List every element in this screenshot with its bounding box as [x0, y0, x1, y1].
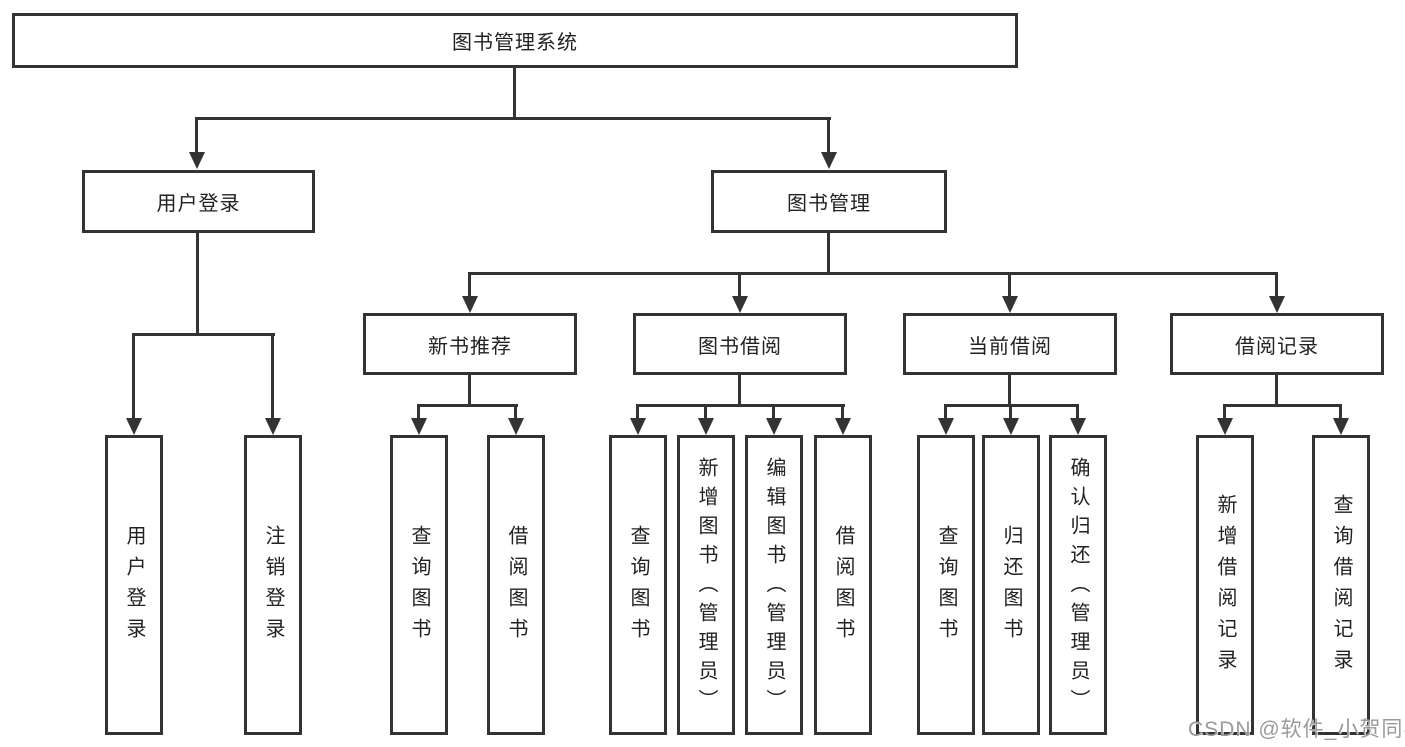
leaf-bb-borrow-books: 借阅图书 — [814, 435, 872, 735]
node-new-book-recommend: 新书推荐 — [363, 313, 577, 375]
leaf-cb-query-books: 查询图书 — [917, 435, 975, 735]
arrow-down-icon — [1003, 418, 1019, 435]
arrow-down-icon — [835, 418, 851, 435]
arrow-down-icon — [821, 152, 837, 169]
connector-line — [514, 404, 517, 421]
connector-line — [417, 404, 420, 421]
connector-line — [738, 272, 741, 298]
arrow-down-icon — [462, 296, 478, 313]
connector-line — [1008, 272, 1011, 298]
arrow-down-icon — [630, 418, 646, 435]
connector-line — [133, 333, 275, 336]
leaf-nb-borrow-books: 借阅图书 — [487, 435, 545, 735]
connector-line — [827, 117, 830, 156]
node-borrow-records: 借阅记录 — [1170, 313, 1384, 375]
connector-line — [195, 117, 198, 156]
connector-line — [841, 404, 844, 421]
connector-line — [1339, 404, 1342, 421]
node-book-borrow: 图书借阅 — [633, 313, 847, 375]
connector-line — [469, 272, 1277, 275]
leaf-br-query-record: 查询借阅记录 — [1312, 435, 1370, 735]
arrow-down-icon — [508, 418, 524, 435]
connector-line — [468, 272, 471, 298]
arrow-down-icon — [1070, 418, 1086, 435]
leaf-user-login: 用户登录 — [105, 435, 163, 735]
connector-line — [704, 404, 707, 421]
connector-line — [271, 333, 274, 420]
connector-line — [1223, 404, 1226, 421]
arrow-down-icon — [732, 296, 748, 313]
node-book-management: 图书管理 — [711, 170, 947, 233]
connector-line — [468, 375, 471, 406]
connector-line — [417, 404, 518, 407]
arrow-down-icon — [1002, 296, 1018, 313]
connector-line — [636, 404, 845, 407]
leaf-cb-confirm-return-admin: 确认归还（管理员） — [1049, 435, 1107, 735]
connector-line — [1008, 375, 1011, 406]
arrow-down-icon — [766, 418, 782, 435]
connector-line — [1223, 404, 1342, 407]
arrow-down-icon — [1217, 418, 1233, 435]
leaf-logout: 注销登录 — [244, 435, 302, 735]
node-user-login: 用户登录 — [82, 170, 315, 233]
connector-line — [1076, 404, 1079, 421]
node-current-borrow: 当前借阅 — [903, 313, 1117, 375]
connector-line — [1009, 404, 1012, 421]
arrow-down-icon — [1269, 296, 1285, 313]
leaf-nb-query-books: 查询图书 — [390, 435, 448, 735]
leaf-bb-query-books: 查询图书 — [609, 435, 667, 735]
arrow-down-icon — [411, 418, 427, 435]
connector-line — [772, 404, 775, 421]
connector-line — [636, 404, 639, 421]
connector-line — [132, 333, 135, 420]
node-root: 图书管理系统 — [12, 13, 1018, 68]
leaf-bb-edit-books-admin: 编辑图书（管理员） — [745, 435, 803, 735]
arrow-down-icon — [938, 418, 954, 435]
leaf-br-add-record: 新增借阅记录 — [1196, 435, 1254, 735]
connector-line — [196, 233, 199, 335]
arrow-down-icon — [1333, 418, 1349, 435]
arrow-down-icon — [265, 418, 281, 435]
arrow-down-icon — [126, 418, 142, 435]
connector-line — [827, 233, 830, 274]
leaf-bb-add-books-admin: 新增图书（管理员） — [677, 435, 735, 735]
watermark: CSDN @软件_小贺同学 — [1188, 718, 1405, 741]
arrow-down-icon — [189, 152, 205, 169]
connector-line — [738, 375, 741, 406]
leaf-cb-return-books: 归还图书 — [982, 435, 1040, 735]
connector-line — [1275, 272, 1278, 298]
connector-line — [513, 68, 516, 118]
connector-line — [944, 404, 947, 421]
connector-line — [196, 117, 831, 120]
connector-line — [1275, 375, 1278, 406]
arrow-down-icon — [698, 418, 714, 435]
